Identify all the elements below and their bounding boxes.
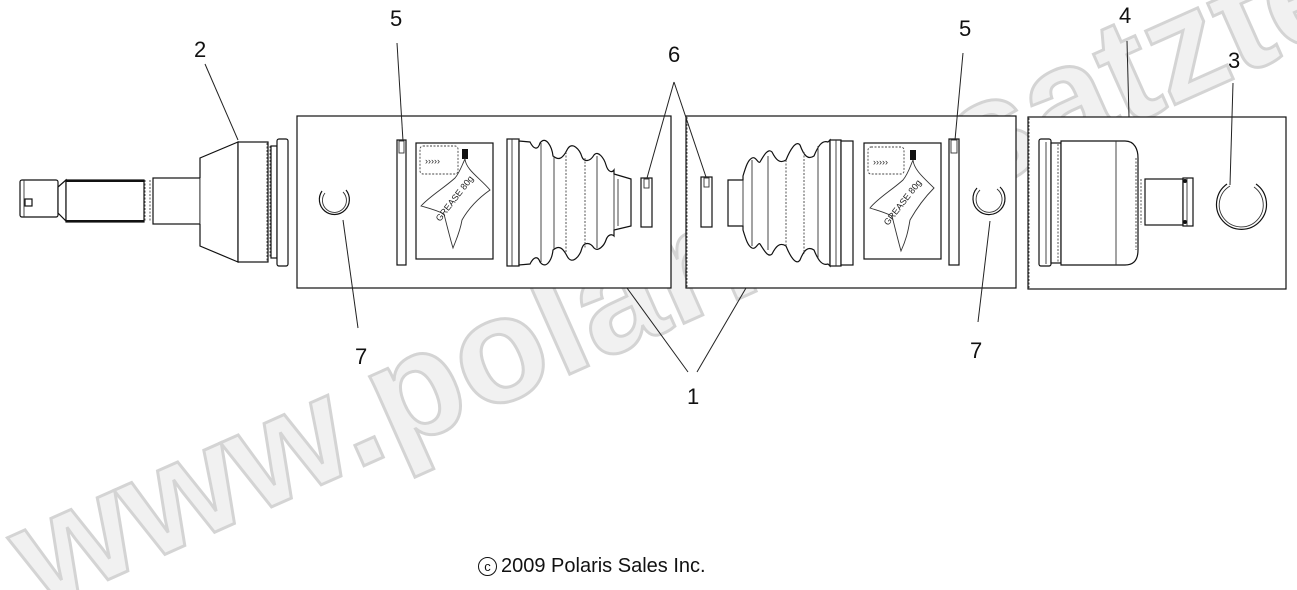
callouts: 2 5 6 5 4 3 7 7 1 (194, 3, 1240, 409)
callout-7-left: 7 (355, 344, 367, 369)
boot-kit-box-outer: ››››› GREASE 80g (296, 115, 672, 289)
large-clamp-left (396, 139, 407, 266)
callout-3: 3 (1228, 48, 1240, 73)
callout-5-left: 5 (390, 6, 402, 31)
copyright-symbol-icon: c (478, 557, 497, 576)
outer-cv-joint (19, 138, 289, 267)
boot-kit-box-inner: ››››› GREASE 80g (685, 115, 1017, 289)
callout-6: 6 (668, 42, 680, 67)
callout-2: 2 (194, 37, 206, 62)
circlip-left (318, 189, 350, 216)
small-clamp-right (700, 176, 713, 228)
large-clamp-right (948, 138, 960, 266)
grease-packet-right: ››››› GREASE 80g (863, 142, 942, 260)
callout-5-right: 5 (959, 16, 971, 41)
cv-boot-right (727, 138, 854, 268)
callout-1: 1 (687, 384, 699, 409)
svg-text:›››››: ››››› (873, 157, 888, 167)
leader-lines (204, 40, 1234, 373)
callout-7-right: 7 (970, 338, 982, 363)
circlip-right (972, 186, 1006, 216)
grease-packet-left: ››››› GREASE 80g (415, 142, 494, 260)
copyright-text: 2009 Polaris Sales Inc. (501, 555, 706, 577)
retaining-ring (1215, 183, 1268, 230)
svg-text:›››››: ››››› (425, 156, 440, 166)
callout-4: 4 (1119, 3, 1131, 28)
inner-cv-joint-housing (1038, 138, 1194, 267)
small-clamp-left (640, 177, 653, 228)
inner-joint-box (1027, 116, 1287, 290)
cv-boot-left (506, 138, 632, 267)
